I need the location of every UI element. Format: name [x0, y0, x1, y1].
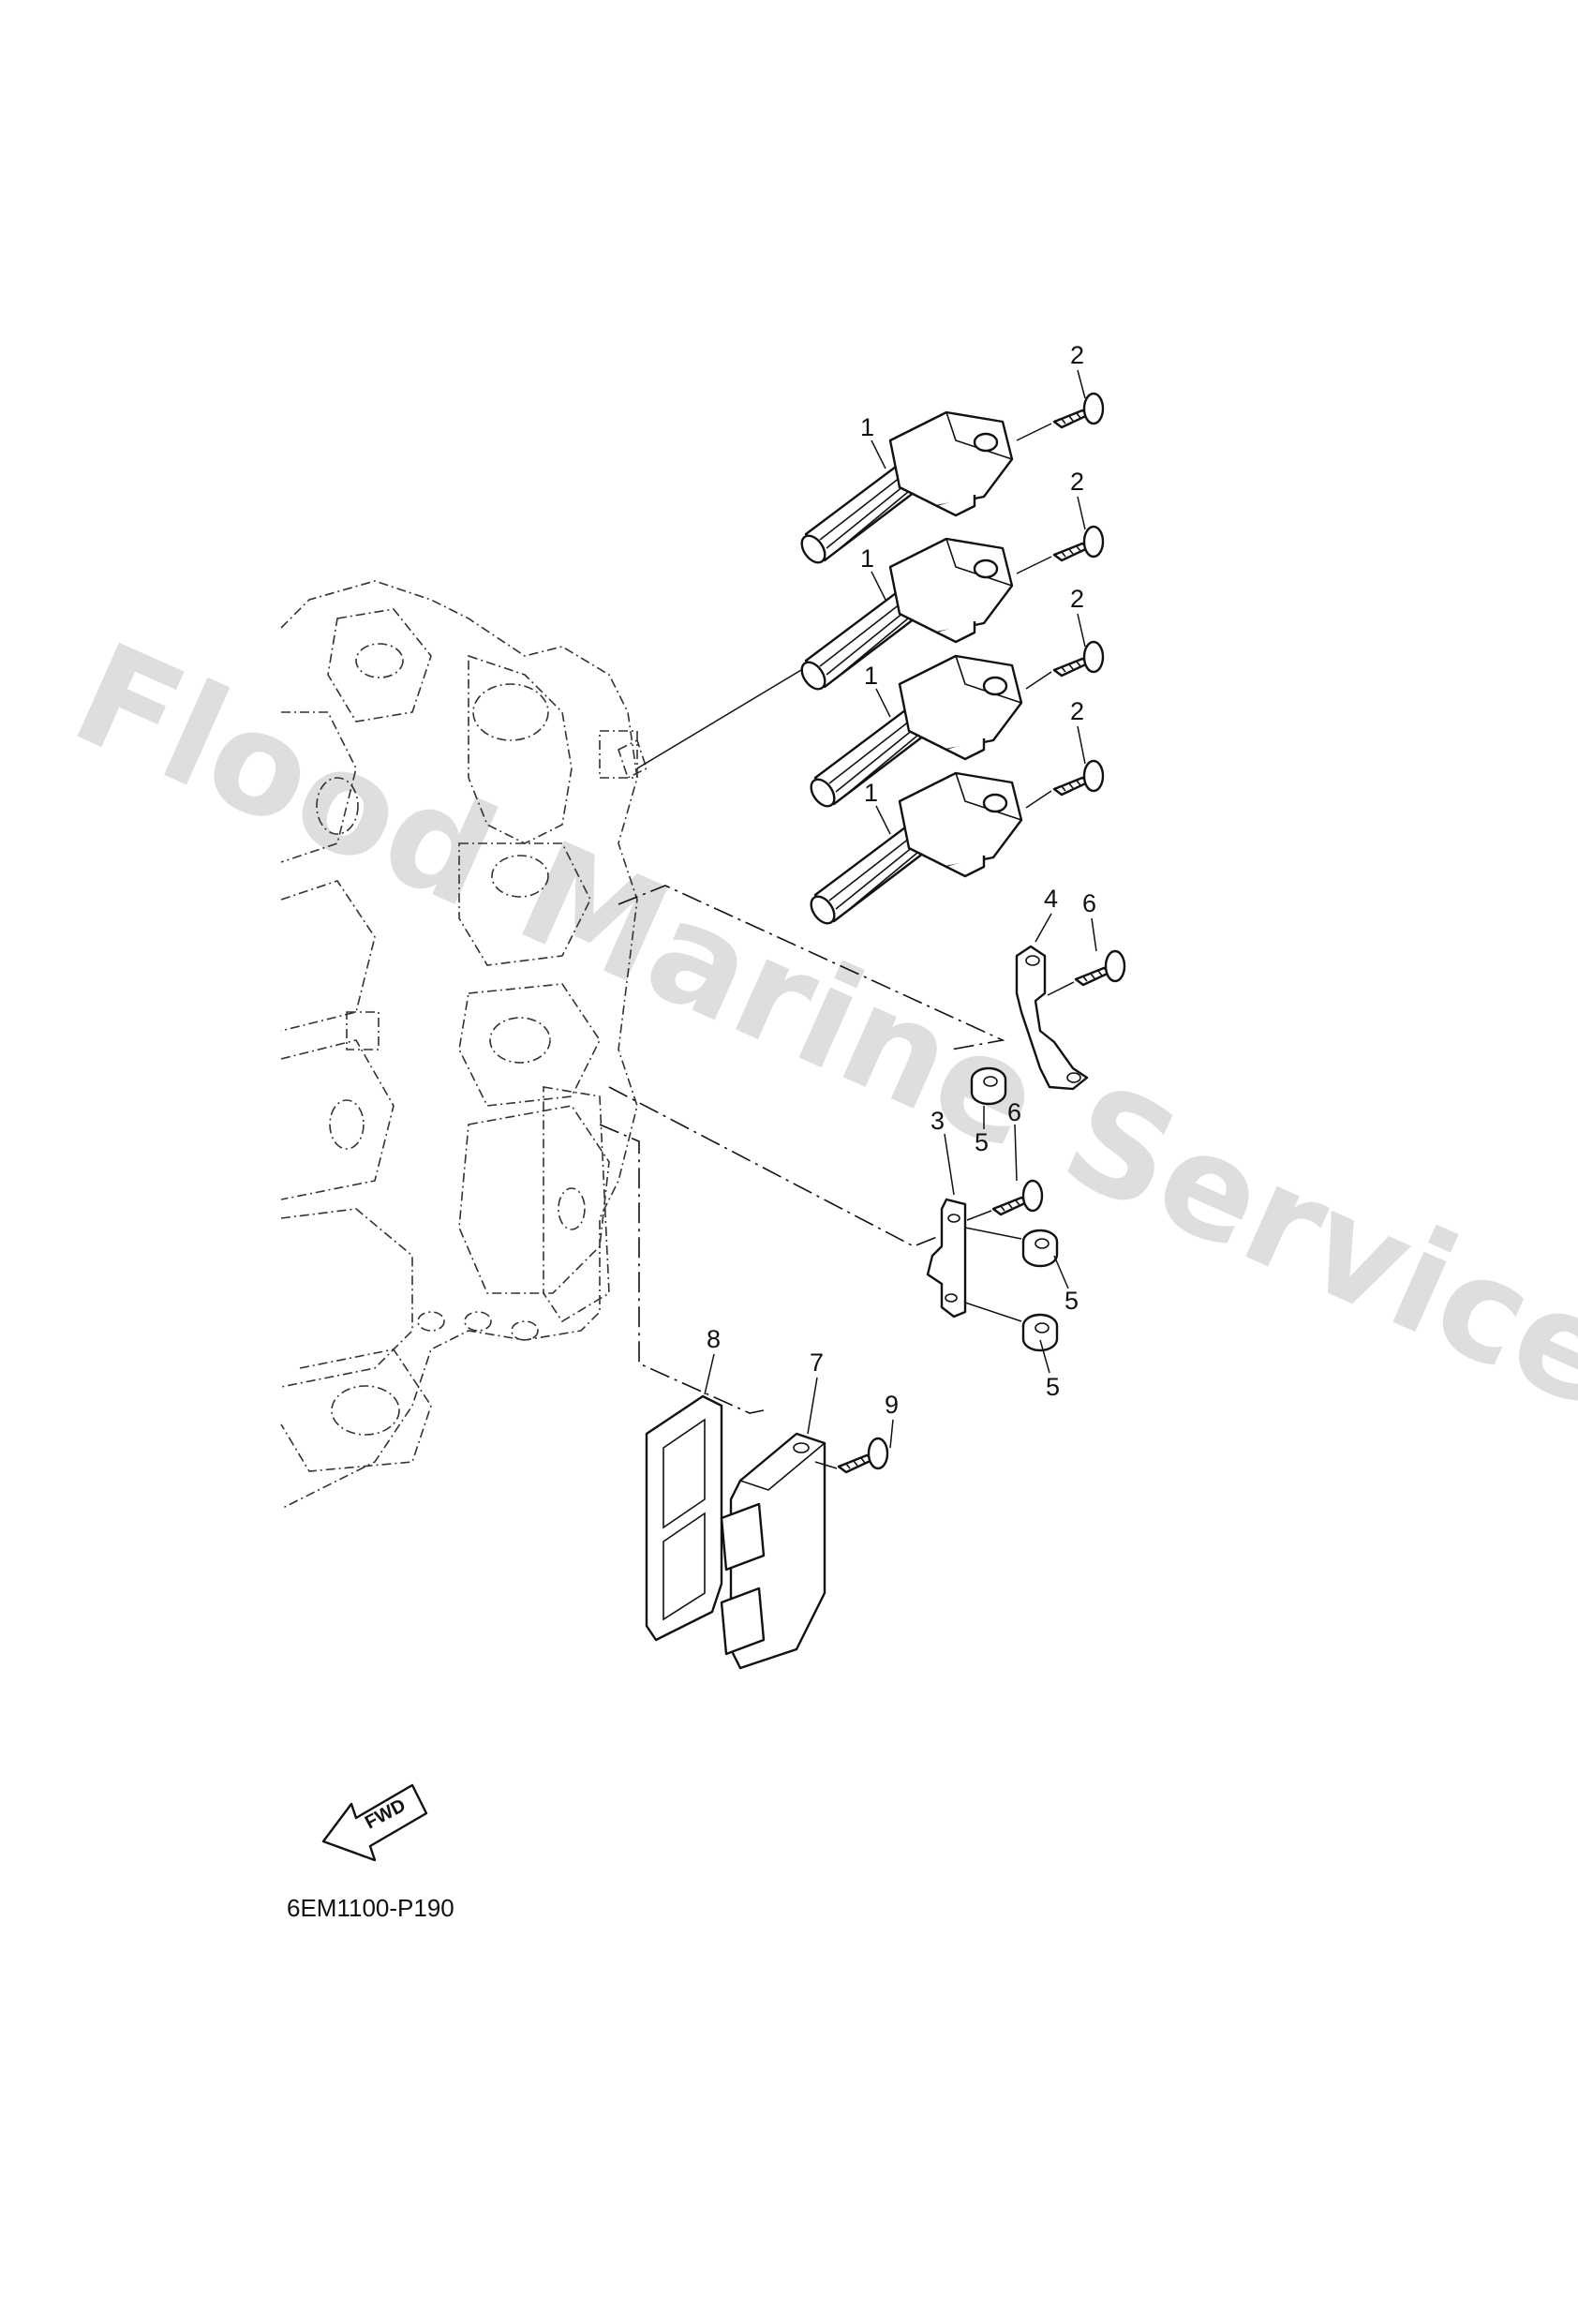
callout-5b: 5	[1064, 1287, 1079, 1315]
fwd-arrow-icon: FWD	[321, 1783, 428, 1862]
callout-1c: 1	[864, 662, 878, 690]
bracket-3[interactable]	[926, 1198, 967, 1318]
callout-6b: 6	[1007, 1098, 1021, 1126]
clamp-5c[interactable]	[1021, 1313, 1059, 1352]
callout-3: 3	[930, 1107, 945, 1135]
callout-leaders	[704, 369, 1097, 1449]
bolt-9[interactable]	[837, 1437, 889, 1474]
gasket-8[interactable]	[645, 1394, 723, 1642]
bracket-4[interactable]	[1015, 945, 1089, 1091]
callout-1a: 1	[860, 413, 874, 441]
callout-9: 9	[885, 1391, 899, 1419]
leader-coil-to-engine	[636, 655, 826, 769]
engine-block-outline	[280, 580, 648, 1510]
engine-control-unit-7[interactable]	[720, 1432, 826, 1670]
callout-2a: 2	[1070, 341, 1084, 369]
callout-5a: 5	[975, 1128, 989, 1156]
bolt-6a[interactable]	[1074, 949, 1126, 987]
callout-4: 4	[1044, 885, 1058, 913]
leader-bracket-4	[618, 885, 1005, 1050]
callout-7: 7	[810, 1348, 824, 1377]
callout-2d: 2	[1070, 697, 1084, 725]
callout-6a: 6	[1082, 889, 1096, 917]
bolt-2a[interactable]	[1052, 392, 1105, 429]
clamp-5a[interactable]	[970, 1066, 1007, 1106]
bolt-2c[interactable]	[1052, 640, 1105, 678]
watermark-text: Flood Marine Services	[52, 613, 1578, 1474]
diagram-code: 6EM1100-P190	[287, 1894, 454, 1922]
bolt-2b[interactable]	[1052, 525, 1105, 562]
callout-2c: 2	[1070, 585, 1084, 613]
bolt-2d[interactable]	[1052, 759, 1105, 797]
callout-5c: 5	[1046, 1373, 1060, 1401]
callout-1b: 1	[860, 544, 874, 573]
clamp-5b[interactable]	[1021, 1229, 1059, 1268]
callout-2b: 2	[1070, 468, 1084, 496]
callout-8: 8	[707, 1325, 721, 1353]
leader-ecu	[599, 1124, 765, 1414]
leader-bracket-3	[608, 1086, 938, 1247]
callout-1d: 1	[864, 779, 878, 807]
